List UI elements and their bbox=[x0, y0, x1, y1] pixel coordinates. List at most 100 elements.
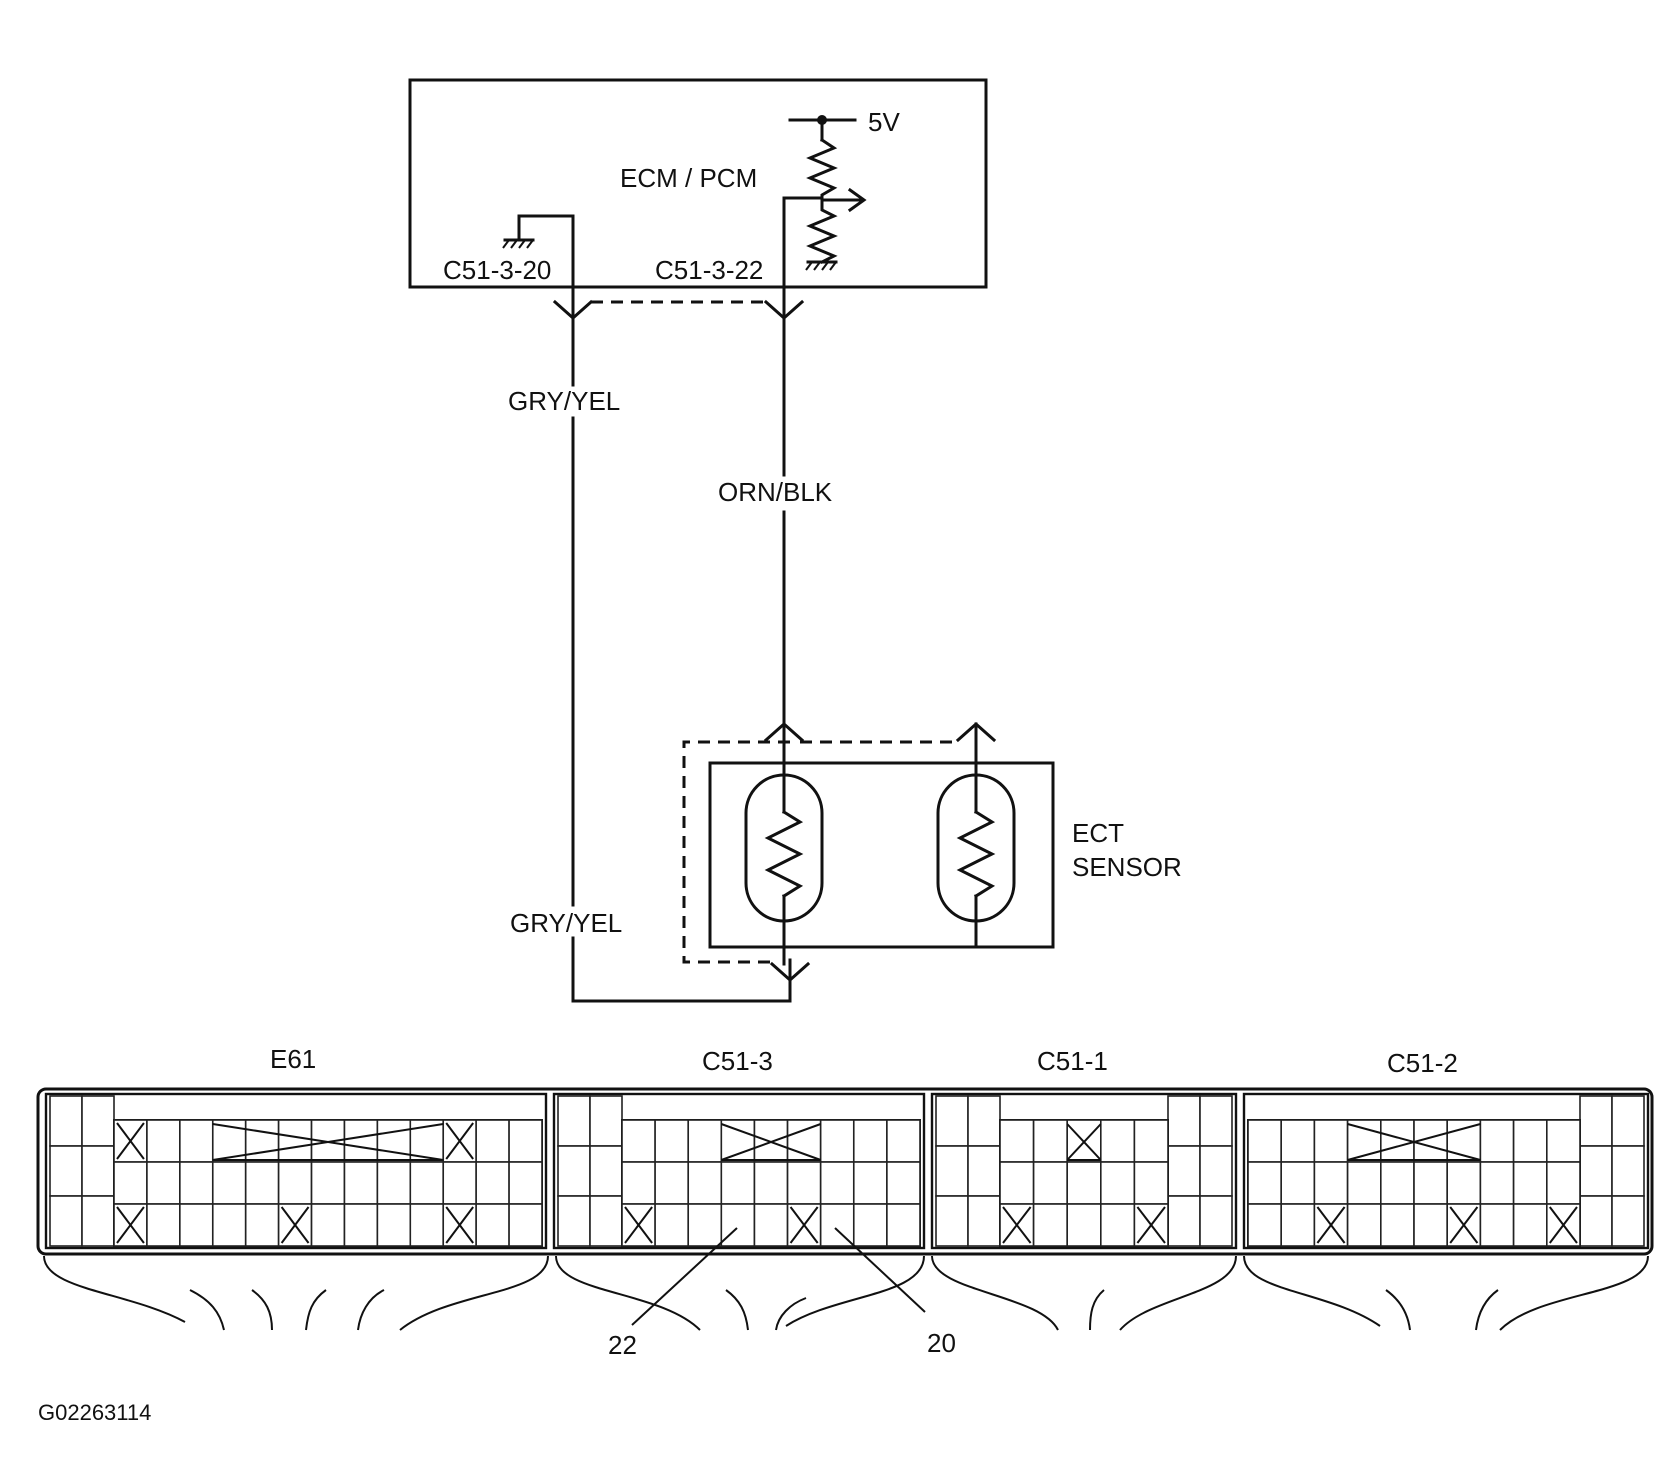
blank-pin-icon bbox=[1549, 1206, 1578, 1244]
connector-cell bbox=[886, 1119, 921, 1163]
connector-cell bbox=[1032, 1119, 1068, 1163]
harness-curves bbox=[43, 1255, 1649, 1331]
connector-cell bbox=[557, 1195, 591, 1247]
connector-cell bbox=[1479, 1161, 1515, 1205]
connector-cell bbox=[1313, 1119, 1349, 1163]
blank-pin-icon bbox=[1002, 1206, 1032, 1244]
connector-cell bbox=[179, 1161, 214, 1205]
connector-cell bbox=[1247, 1161, 1283, 1205]
connector-cell bbox=[475, 1161, 510, 1205]
connector-cell bbox=[1346, 1161, 1382, 1205]
connector-cell bbox=[819, 1161, 855, 1205]
connector-cell bbox=[244, 1203, 280, 1247]
ecm-pcm-module: ECM / PCM 5V C51-3-20 C51-3-22 bbox=[408, 78, 988, 290]
connector-cell bbox=[1512, 1119, 1548, 1163]
connector-cell bbox=[409, 1161, 445, 1205]
connector-cell bbox=[935, 1145, 969, 1197]
connector-block-c51-3 bbox=[552, 1092, 926, 1250]
connector-cell bbox=[1446, 1161, 1482, 1205]
connector-cell bbox=[1579, 1195, 1613, 1247]
connector-cell bbox=[277, 1161, 313, 1205]
connector-cell bbox=[687, 1161, 723, 1205]
connector-cell bbox=[1546, 1119, 1581, 1163]
connector-cell bbox=[720, 1161, 756, 1205]
connector-cell bbox=[1280, 1119, 1316, 1163]
connector-cell bbox=[654, 1161, 690, 1205]
connector-cell bbox=[1611, 1145, 1645, 1197]
connector-label-e61: E61 bbox=[270, 1044, 316, 1074]
connector-cell bbox=[1512, 1203, 1548, 1247]
connector-cell bbox=[179, 1119, 214, 1163]
blank-pin-icon bbox=[1449, 1206, 1479, 1244]
connector-cell bbox=[999, 1119, 1035, 1163]
connector-cell bbox=[1479, 1119, 1515, 1163]
blank-pin-icon bbox=[1316, 1206, 1346, 1244]
connector-cell bbox=[113, 1161, 148, 1205]
connector-cell bbox=[146, 1119, 181, 1163]
connector-cell bbox=[589, 1145, 623, 1197]
connector-cell bbox=[508, 1119, 543, 1163]
pin-20-callout: 20 bbox=[927, 1328, 956, 1358]
connector-cell bbox=[1579, 1145, 1613, 1197]
connector-cell bbox=[1066, 1203, 1102, 1247]
connector-cell bbox=[1199, 1095, 1233, 1147]
connector-cell bbox=[1611, 1195, 1645, 1247]
supply-node-icon bbox=[788, 115, 867, 271]
connector-cell bbox=[557, 1095, 591, 1147]
blank-pin-icon bbox=[1136, 1206, 1166, 1244]
connector-cell bbox=[1247, 1203, 1283, 1247]
connector-cell bbox=[1167, 1195, 1201, 1247]
pin-22-leader bbox=[631, 1227, 738, 1326]
connector-cell bbox=[1512, 1161, 1548, 1205]
connector-cell bbox=[1100, 1203, 1136, 1247]
connector-cell bbox=[886, 1161, 921, 1205]
connector-cell bbox=[409, 1203, 445, 1247]
connector-cell bbox=[1611, 1095, 1645, 1147]
connector-cell bbox=[49, 1145, 83, 1197]
connector-cell bbox=[81, 1095, 115, 1147]
connector-cell bbox=[508, 1161, 543, 1205]
connector-cell bbox=[1579, 1095, 1613, 1147]
connector-cell bbox=[1066, 1161, 1102, 1205]
blank-pin-icon bbox=[116, 1206, 145, 1244]
connector-cell bbox=[687, 1203, 723, 1247]
connector-label-c51-1: C51-1 bbox=[1037, 1046, 1108, 1076]
sensor-label-line1: ECT bbox=[1072, 818, 1124, 848]
connector-cell bbox=[1413, 1203, 1449, 1247]
connector-cell bbox=[475, 1203, 510, 1247]
connector-block-c51-1 bbox=[930, 1092, 1238, 1250]
thermistor-icon-a bbox=[744, 718, 824, 966]
connector-cell bbox=[1167, 1145, 1201, 1197]
connector-cell bbox=[967, 1195, 1001, 1247]
connector-cell bbox=[1133, 1161, 1169, 1205]
connector-cell bbox=[852, 1161, 888, 1205]
wire-label-orn-blk: ORN/BLK bbox=[718, 477, 833, 507]
connector-cell bbox=[146, 1203, 181, 1247]
connector-cell bbox=[1479, 1203, 1515, 1247]
connector-cell bbox=[935, 1095, 969, 1147]
connector-cell bbox=[310, 1161, 346, 1205]
connector-cell bbox=[49, 1095, 83, 1147]
connector-cell bbox=[967, 1095, 1001, 1147]
connector-cell bbox=[935, 1195, 969, 1247]
ecm-terminals bbox=[552, 299, 805, 321]
thermistor-icon-b bbox=[936, 758, 1016, 949]
connector-cell bbox=[508, 1203, 543, 1247]
connector-cell bbox=[621, 1161, 656, 1205]
connector-cell bbox=[1380, 1203, 1415, 1247]
connector-cell bbox=[81, 1195, 115, 1247]
connector-cell bbox=[589, 1195, 623, 1247]
sensor-label-line2: SENSOR bbox=[1072, 852, 1182, 882]
connector-cell bbox=[1032, 1161, 1068, 1205]
connector-block-e61 bbox=[44, 1092, 548, 1250]
connector-cell bbox=[753, 1161, 789, 1205]
blank-pin-icon bbox=[445, 1206, 474, 1244]
blank-pin-icon bbox=[116, 1122, 145, 1160]
connector-cell bbox=[1546, 1161, 1581, 1205]
connector-cell bbox=[786, 1161, 822, 1205]
connector-cell bbox=[852, 1119, 888, 1163]
connector-cell bbox=[310, 1203, 346, 1247]
connector-cell bbox=[1100, 1119, 1136, 1163]
connector-cell bbox=[81, 1145, 115, 1197]
